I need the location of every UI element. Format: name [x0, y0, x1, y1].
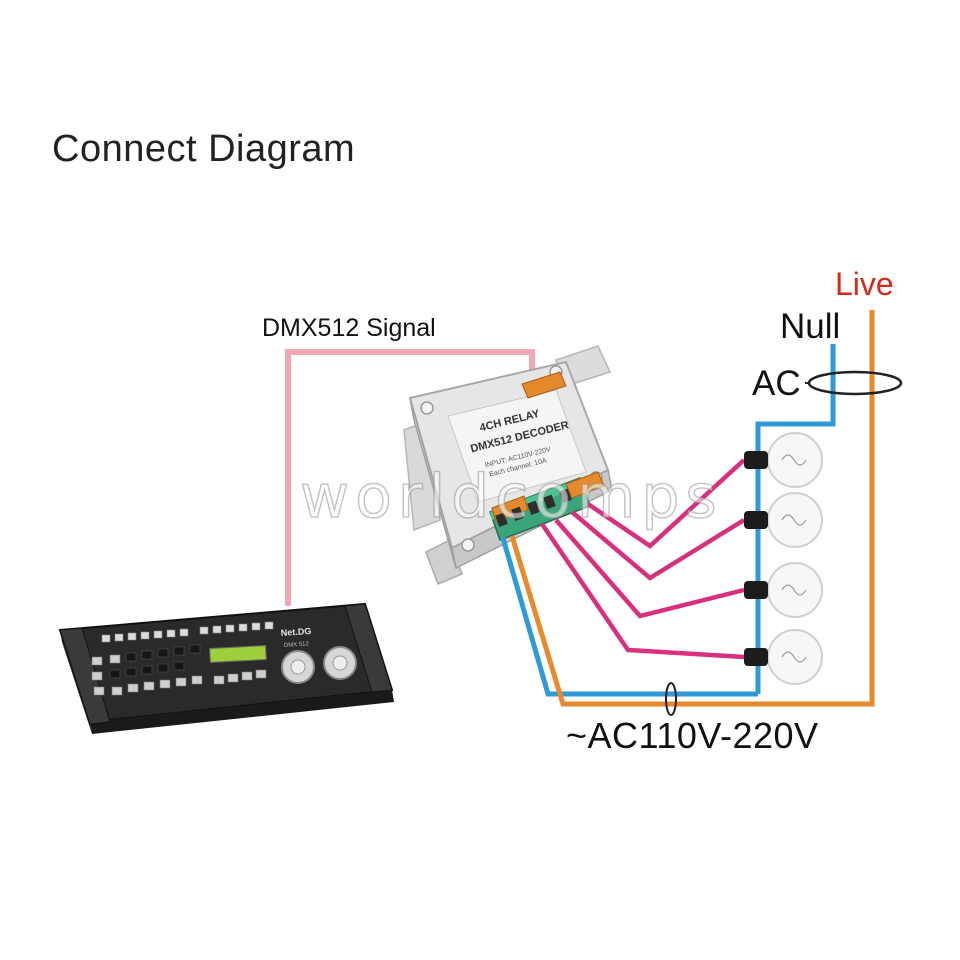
null-label: Null: [780, 307, 841, 346]
bottom-cable-ring: [665, 682, 677, 716]
console-brand: Net.DG: [280, 626, 311, 638]
ac-cable-ring: [807, 370, 903, 396]
relay-decoder: 4CH RELAY DMX512 DECODER INPUT: AC110V-2…: [403, 345, 613, 585]
dmx-console: Net.DG DMX 512: [58, 602, 394, 734]
null-wire-bus: [755, 344, 836, 694]
bulb-3: [744, 562, 823, 618]
console-lcd: [209, 645, 267, 663]
console-model: DMX 512: [284, 641, 310, 649]
live-label: Live: [835, 266, 894, 302]
page-title: Connect Diagram: [52, 128, 356, 170]
dmx-signal-label: DMX512 Signal: [262, 314, 436, 342]
bulb-2: [744, 492, 823, 548]
channel-wires: [540, 458, 746, 660]
dmx-signal-wire: [285, 349, 535, 606]
voltage-label: ~AC110V-220V: [566, 715, 819, 756]
live-wire-to-decoder: [509, 310, 875, 707]
ac-label: AC: [752, 364, 801, 403]
bulb-4: [744, 629, 823, 685]
watermark: worldcomps: [299, 461, 723, 533]
null-wire-to-decoder: [500, 537, 758, 697]
bulb-1: [744, 432, 823, 488]
